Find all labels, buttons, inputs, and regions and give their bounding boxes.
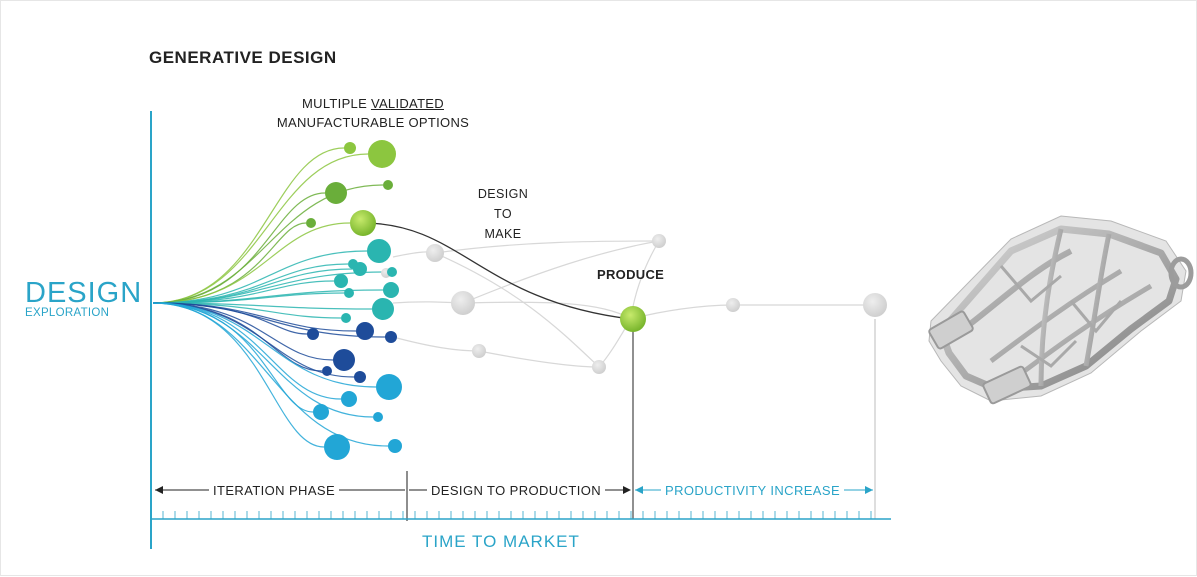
produce-label: PRODUCE [597, 267, 665, 282]
exploration-curve [152, 302, 325, 448]
exploration-curve [152, 222, 351, 304]
faded-design-node [426, 244, 444, 262]
design-option-node [313, 404, 329, 420]
exploration-curve [152, 222, 307, 304]
design-option-node [373, 412, 383, 422]
design-option-node [383, 282, 399, 298]
design-option-node [356, 322, 374, 340]
options-label-prefix: MULTIPLE [302, 96, 371, 111]
exploration-curve [152, 271, 388, 304]
design-option-node [334, 274, 348, 288]
selected-design-path [362, 222, 632, 320]
design-option-node [344, 142, 356, 154]
design-option-node [383, 180, 393, 190]
design-axis-label: DESIGN [25, 277, 143, 309]
design-option-node [341, 313, 351, 323]
design-option-node [350, 210, 376, 236]
exploration-curve [152, 292, 345, 304]
faded-design-node [451, 291, 475, 315]
design-option-node [367, 239, 391, 263]
design-option-node [353, 262, 367, 276]
exploration-curve [152, 250, 368, 304]
productivity-arrowhead-right [865, 486, 873, 494]
design-option-node [387, 267, 397, 277]
design-option-node [307, 328, 319, 340]
design-option-node [376, 374, 402, 400]
iteration-arrowhead-left [155, 486, 163, 494]
diagram-title: GENERATIVE DESIGN [149, 48, 337, 67]
exploration-curve [152, 153, 369, 304]
design-option-node [325, 182, 347, 204]
design-option-node [306, 218, 316, 228]
design-option-node [385, 331, 397, 343]
design-option-node [368, 140, 396, 168]
exploration-curve [152, 192, 326, 304]
options-label-emphasis: VALIDATED [370, 96, 444, 111]
faded-design-node [472, 344, 486, 358]
productivity-arrowhead-left [635, 486, 643, 494]
design-option-node [341, 391, 357, 407]
design-option-node [322, 366, 332, 376]
design-to-make-line: DESIGN [477, 187, 529, 201]
design-option-node [324, 434, 350, 460]
design-to-make-line: TO [494, 207, 512, 221]
exploration-curve [152, 302, 374, 418]
faded-design-node [592, 360, 606, 374]
design-option-node [344, 288, 354, 298]
options-label-line1: MULTIPLE VALIDATED [263, 94, 483, 113]
design-option-node [354, 371, 366, 383]
options-label-line2: MANUFACTURABLE OPTIONS [276, 115, 470, 130]
faded-design-node [863, 293, 887, 317]
iteration-phase-label: ITERATION PHASE [209, 483, 340, 498]
exploration-curve [152, 302, 389, 447]
exploration-curve [152, 302, 308, 335]
productivity-increase-label: PRODUCTIVITY INCREASE [661, 483, 845, 498]
design-option-node [372, 298, 394, 320]
design-to-make-line: MAKE [484, 227, 522, 241]
production-arrowhead-right [623, 486, 631, 494]
faded-design-nodes [381, 234, 887, 374]
produce-node [620, 306, 646, 332]
faded-design-node [726, 298, 740, 312]
exploration-curve [152, 147, 345, 304]
time-axis-ticks [162, 511, 872, 519]
faded-design-node [652, 234, 666, 248]
time-to-market-label: TIME TO MARKET [422, 532, 580, 551]
design-option-node [388, 439, 402, 453]
exploration-axis-label: EXPLORATION [25, 307, 110, 319]
design-option-node [333, 349, 355, 371]
options-label: MULTIPLE VALIDATED MANUFACTURABLE OPTION… [263, 94, 483, 132]
design-to-make-label: DESIGN TO MAKE [463, 184, 543, 244]
design-to-production-label: DESIGN TO PRODUCTION [427, 483, 606, 498]
generative-part-render-icon [928, 215, 1194, 405]
design-option-nodes [306, 140, 402, 460]
